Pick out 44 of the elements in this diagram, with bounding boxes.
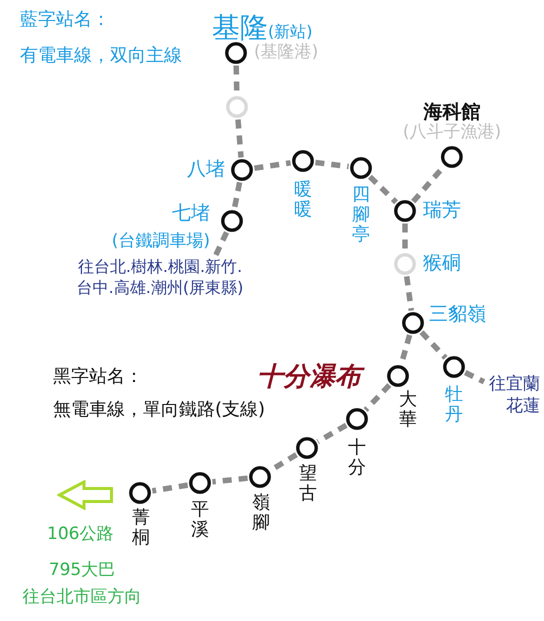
railway-line — [152, 482, 188, 494]
railway-line — [235, 119, 244, 158]
legend-heading: 藍字站名： — [20, 9, 110, 31]
station-name: 菁桐 — [132, 508, 150, 548]
railway-line — [464, 370, 486, 384]
railway-line — [404, 276, 414, 311]
station-name: 牡丹 — [445, 385, 463, 425]
bus-label: 795大巴 — [48, 560, 116, 580]
railway-line — [212, 231, 230, 258]
route-label: 106公路 — [47, 524, 114, 544]
station-name: 海科館 — [424, 102, 480, 123]
railway-line — [254, 160, 291, 171]
station-note: (新站) — [268, 22, 312, 41]
railway-line — [368, 174, 398, 204]
station-name: 望古 — [299, 464, 317, 504]
legend-heading: 黑字站名： — [53, 366, 143, 388]
station-name: 八堵 — [187, 159, 225, 181]
direction-label: 往台北市區方向 — [22, 587, 142, 608]
station-name: 基隆 — [212, 12, 268, 42]
railway-line — [402, 224, 408, 252]
destination-label: 往宜蘭花蓮 — [484, 373, 540, 418]
railway-line — [419, 330, 448, 360]
railway-line — [315, 160, 349, 170]
legend-text: 有電車線，双向主線 — [20, 45, 182, 67]
railway-line — [212, 475, 248, 485]
railway-line — [316, 422, 348, 444]
station-name: 平溪 — [191, 500, 209, 540]
station-name: 大華 — [399, 390, 417, 430]
railway-line — [364, 383, 392, 412]
place-note: (八斗子漁港) — [402, 123, 502, 143]
destination-label: 往台北.樹林.桃園.新竹.台中.高雄.潮州(屏東縣) — [62, 257, 258, 299]
station-name: 嶺腳 — [252, 493, 270, 533]
place-note: (基隆港) — [254, 43, 318, 63]
station-name: 四腳亭 — [352, 185, 370, 244]
station-ring-icon — [226, 96, 248, 118]
station-name: 三貂嶺 — [429, 304, 486, 326]
station-name: 猴硐 — [423, 253, 461, 275]
station-note: (台鐵調車場) — [112, 232, 210, 252]
legend-text: 無電車線，單向鐵路(支線) — [53, 399, 266, 421]
station-name: 瑞芳 — [423, 200, 461, 222]
station-name: 七堵 — [172, 203, 210, 225]
railway-line — [232, 182, 242, 210]
station-name: 十分 — [348, 438, 366, 478]
station-name: 暖暖 — [294, 180, 312, 220]
